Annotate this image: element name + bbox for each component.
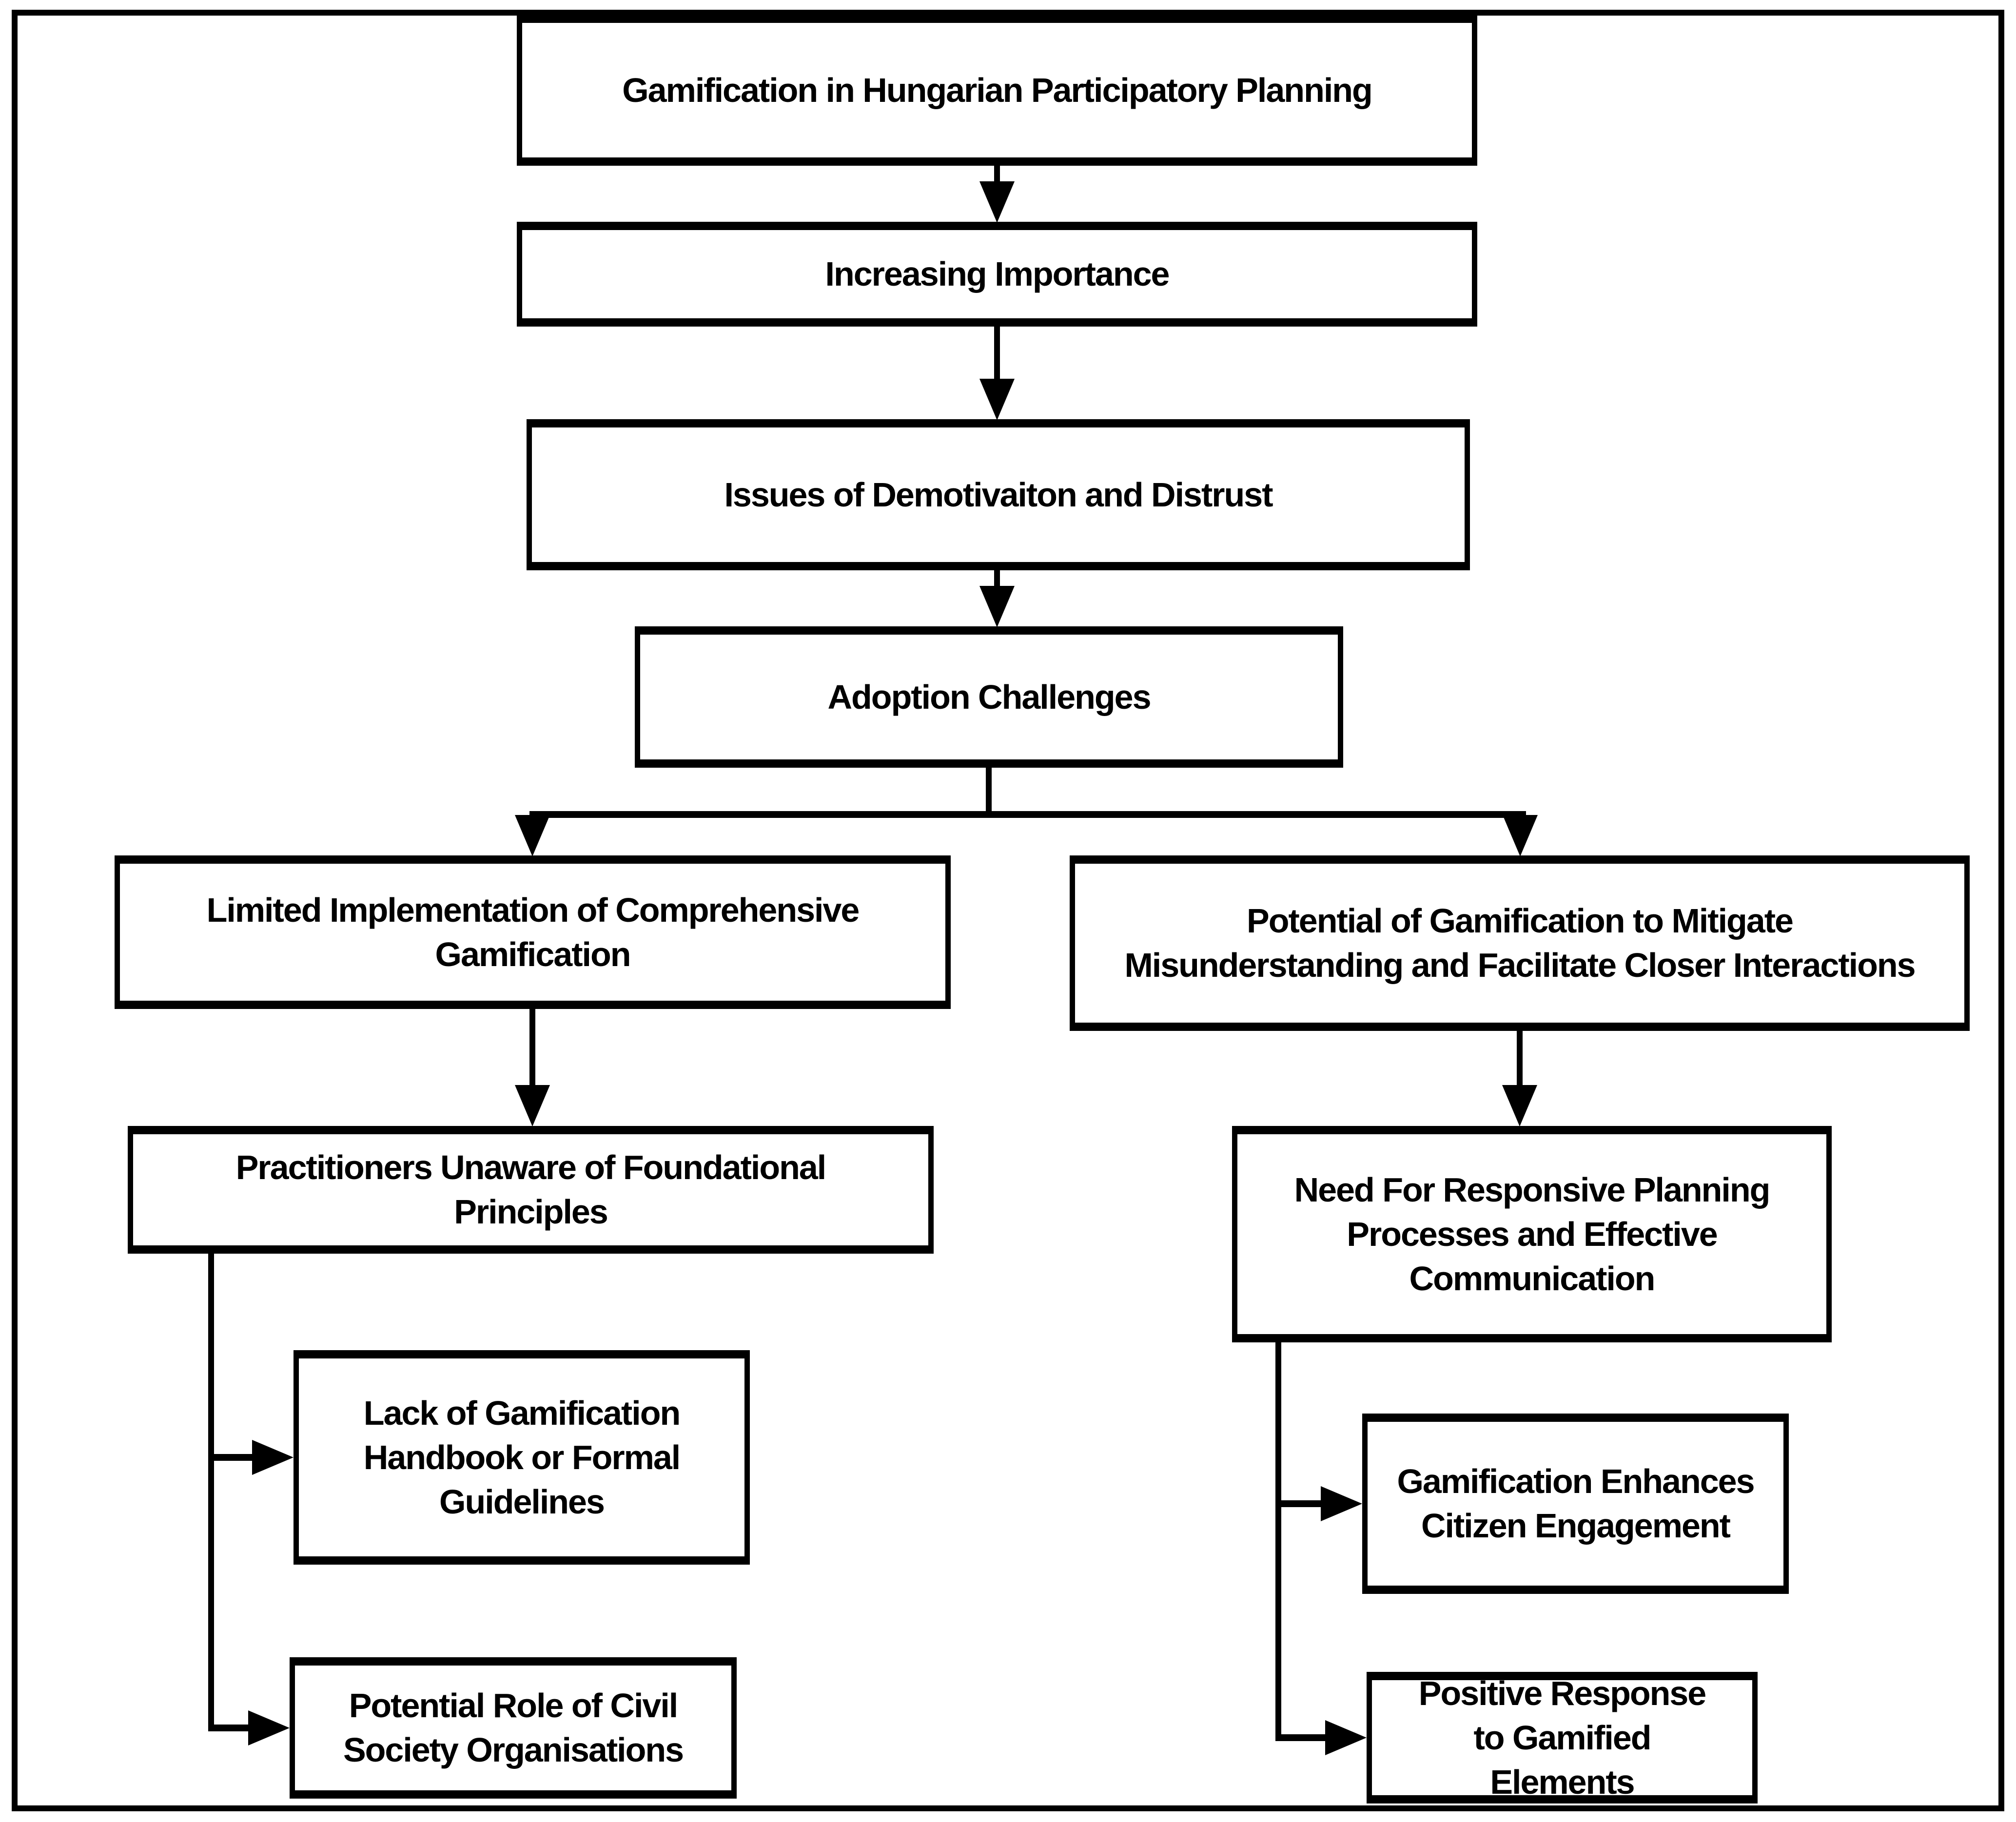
edge-issues-to-adoption-line — [994, 569, 1000, 589]
arrowhead-right-icon — [1321, 1486, 1362, 1521]
edge-adoption-split-trunk-line — [986, 767, 992, 818]
edge-responsive-branch-vertical-line — [1275, 1341, 1281, 1741]
node-responsive-planning: Need For Responsive Planning Processes a… — [1232, 1126, 1832, 1342]
node-enhances-engagement: Gamification Enhances Citizen Engagement — [1362, 1414, 1789, 1594]
arrowhead-down-icon — [979, 586, 1015, 627]
arrowhead-down-icon — [1502, 1085, 1537, 1126]
diagram-border — [12, 10, 2004, 1811]
node-adoption-challenges: Adoption Challenges — [635, 626, 1343, 768]
arrowhead-right-icon — [248, 1710, 290, 1745]
arrowhead-down-icon — [515, 815, 550, 856]
node-positive-response: Positive Response to Gamified Elements — [1367, 1672, 1758, 1803]
edge-practitioners-branch-vertical-line — [208, 1253, 214, 1731]
node-potential-mitigate: Potential of Gamification to Mitigate Mi… — [1070, 855, 1970, 1031]
arrowhead-down-icon — [979, 181, 1015, 223]
node-increasing-importance: Increasing Importance — [517, 222, 1477, 327]
node-lack-of-handbook: Lack of Gamification Handbook or Formal … — [294, 1350, 750, 1565]
edge-practitioners-to-civil-society-line — [208, 1725, 251, 1731]
arrowhead-down-icon — [1503, 815, 1538, 856]
edge-responsive-to-positive-line — [1275, 1734, 1328, 1741]
node-practitioners-unaware: Practitioners Unaware of Foundational Pr… — [128, 1126, 934, 1254]
arrowhead-down-icon — [515, 1085, 550, 1126]
edge-responsive-to-engagement-line — [1275, 1500, 1323, 1507]
node-root: Gamification in Hungarian Participatory … — [517, 15, 1477, 166]
edge-adoption-split-horizontal-line — [529, 811, 1526, 818]
edge-increasing-to-issues-line — [994, 326, 1000, 382]
node-limited-implementation: Limited Implementation of Comprehensive … — [115, 855, 951, 1009]
node-civil-society-role: Potential Role of Civil Society Organisa… — [290, 1657, 737, 1799]
arrowhead-down-icon — [979, 379, 1015, 420]
edge-potential-to-responsive-line — [1517, 1030, 1523, 1087]
edge-root-to-increasing-importance-line — [994, 165, 1000, 185]
edge-practitioners-to-handbook-line — [208, 1454, 254, 1461]
arrowhead-right-icon — [252, 1440, 294, 1475]
arrowhead-right-icon — [1325, 1720, 1367, 1755]
node-issues-demotivation: Issues of Demotivaiton and Distrust — [527, 419, 1470, 570]
edge-limited-to-practitioners-line — [529, 1008, 535, 1087]
